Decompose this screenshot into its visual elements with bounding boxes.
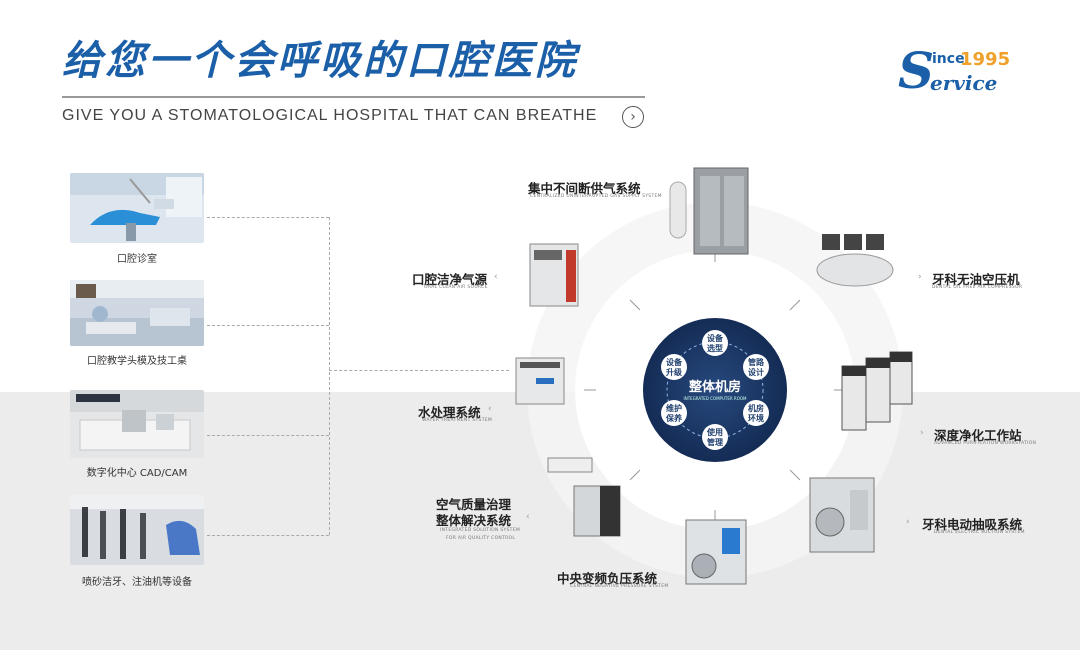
- connector-line: [207, 535, 329, 536]
- center-node-label: 管路 设计: [748, 358, 764, 377]
- arrow-icon: ‹: [488, 404, 492, 414]
- connector-line: [329, 217, 330, 535]
- center-nodes: [661, 330, 769, 450]
- digital-center-photo: [70, 390, 204, 458]
- center-subtitle: INTEGRATED COMPUTER ROOM: [683, 396, 747, 401]
- logo-letter: S: [898, 41, 935, 100]
- system-label-purification: 深度净化工作站: [934, 428, 1022, 443]
- system-label-suction: 牙科电动抽吸系统: [922, 517, 1023, 532]
- logo-year: 1995: [960, 49, 1011, 70]
- suction-system-image: [809, 477, 875, 553]
- system-label-purification-en: ADVANCED PURIFICATION WORKSTATION: [934, 441, 1037, 446]
- system-label-air-quality-en2: FOR AIR QUALITY CONTROL: [446, 536, 516, 541]
- system-label-gas-supply-en: CENTRALIZED UNINTERRUPTED GAS SUPPLY SYS…: [530, 194, 662, 199]
- arrow-icon: ›: [918, 272, 922, 282]
- page-subtitle: GIVE YOU A STOMATOLOGICAL HOSPITAL THAT …: [62, 107, 598, 124]
- arrow-icon: ‹: [494, 272, 498, 282]
- center-node-label: 机房 环境: [748, 404, 764, 423]
- connector-line: [207, 435, 329, 436]
- connector-line: [207, 217, 329, 218]
- system-label-water-treatment: 水处理系统: [418, 405, 481, 420]
- center-circle: [643, 318, 787, 462]
- handpiece-image: [70, 495, 204, 565]
- arrow-icon: ›: [920, 428, 924, 438]
- system-label-air-compressor-en: DENTAL OIL FREE AIR COMPRESSOR: [932, 285, 1023, 290]
- title-divider: [62, 96, 645, 98]
- dental-clinic-photo: [70, 173, 204, 243]
- system-label-clean-air-en: ORAL CLEAN AIR SOURCE: [424, 285, 488, 290]
- center-node-label: 维护 保养: [666, 404, 682, 423]
- air-compressor-image: [816, 234, 894, 287]
- system-label-air-quality: 空气质量治理: [436, 497, 512, 512]
- gas-supply-cabinet-image: [669, 167, 749, 255]
- water-treatment-image: [515, 357, 565, 405]
- connector-line: [329, 370, 509, 371]
- center-title: 整体机房: [688, 380, 741, 395]
- arrow-icon: ›: [906, 517, 910, 527]
- air-quality-system-image: [547, 457, 621, 537]
- dental-chair-image: [70, 173, 204, 243]
- negative-pressure-image: [685, 519, 747, 585]
- left-item-label: 数字化中心 CAD/CAM: [86, 468, 188, 479]
- logo-ervice: ervice: [930, 71, 998, 95]
- clean-air-source-image: [529, 243, 579, 307]
- system-label-water-treatment-en: WATER TREATMENT SYSTEM: [422, 418, 493, 423]
- ring-tick-marks: [584, 250, 846, 522]
- center-cycle-ring: [666, 341, 764, 439]
- handpiece-photo: [70, 495, 204, 565]
- center-node-label: 设备 选型: [707, 334, 723, 353]
- system-label-negative-pressure: 中央变频负压系统: [557, 571, 658, 586]
- system-label-air-quality-en: INTEGRATED SOLUTION SYSTEM: [440, 528, 521, 533]
- system-label-negative-pressure-en: CENTRAL NEGATIVE PRESSURE SYSTEM: [570, 584, 669, 589]
- page-title: 给您一个会呼吸的口腔医院: [62, 38, 578, 84]
- connector-line: [207, 325, 329, 326]
- system-label-gas-supply: 集中不间断供气系统: [528, 181, 641, 196]
- system-label-air-quality-line2: 整体解决系统: [436, 513, 512, 528]
- system-label-air-compressor: 牙科无油空压机: [932, 272, 1020, 287]
- teaching-lab-photo: [70, 280, 204, 346]
- system-label-suction-en: DENTAL ELECTRIC SUCTION SYSTEM: [934, 530, 1025, 535]
- center-node-label: 使用 管理: [707, 428, 723, 447]
- left-item-label: 喷砂洁牙、注油机等设备: [82, 577, 192, 588]
- chevron-right-icon[interactable]: ›: [622, 106, 644, 128]
- teaching-lab-image: [70, 280, 204, 346]
- left-item-label: 口腔诊室: [117, 254, 157, 265]
- logo-ince: ince: [932, 51, 965, 67]
- arrow-icon: ‹: [526, 512, 530, 522]
- system-label-clean-air: 口腔洁净气源: [412, 272, 488, 287]
- since-1995-service-logo: S ince 1995 ervice: [898, 46, 1018, 96]
- center-node-label: 设备 升级: [666, 358, 682, 377]
- digital-center-image: [70, 390, 204, 458]
- purification-workstation-image: [841, 351, 913, 431]
- left-item-label: 口腔教学头模及技工桌: [87, 356, 187, 367]
